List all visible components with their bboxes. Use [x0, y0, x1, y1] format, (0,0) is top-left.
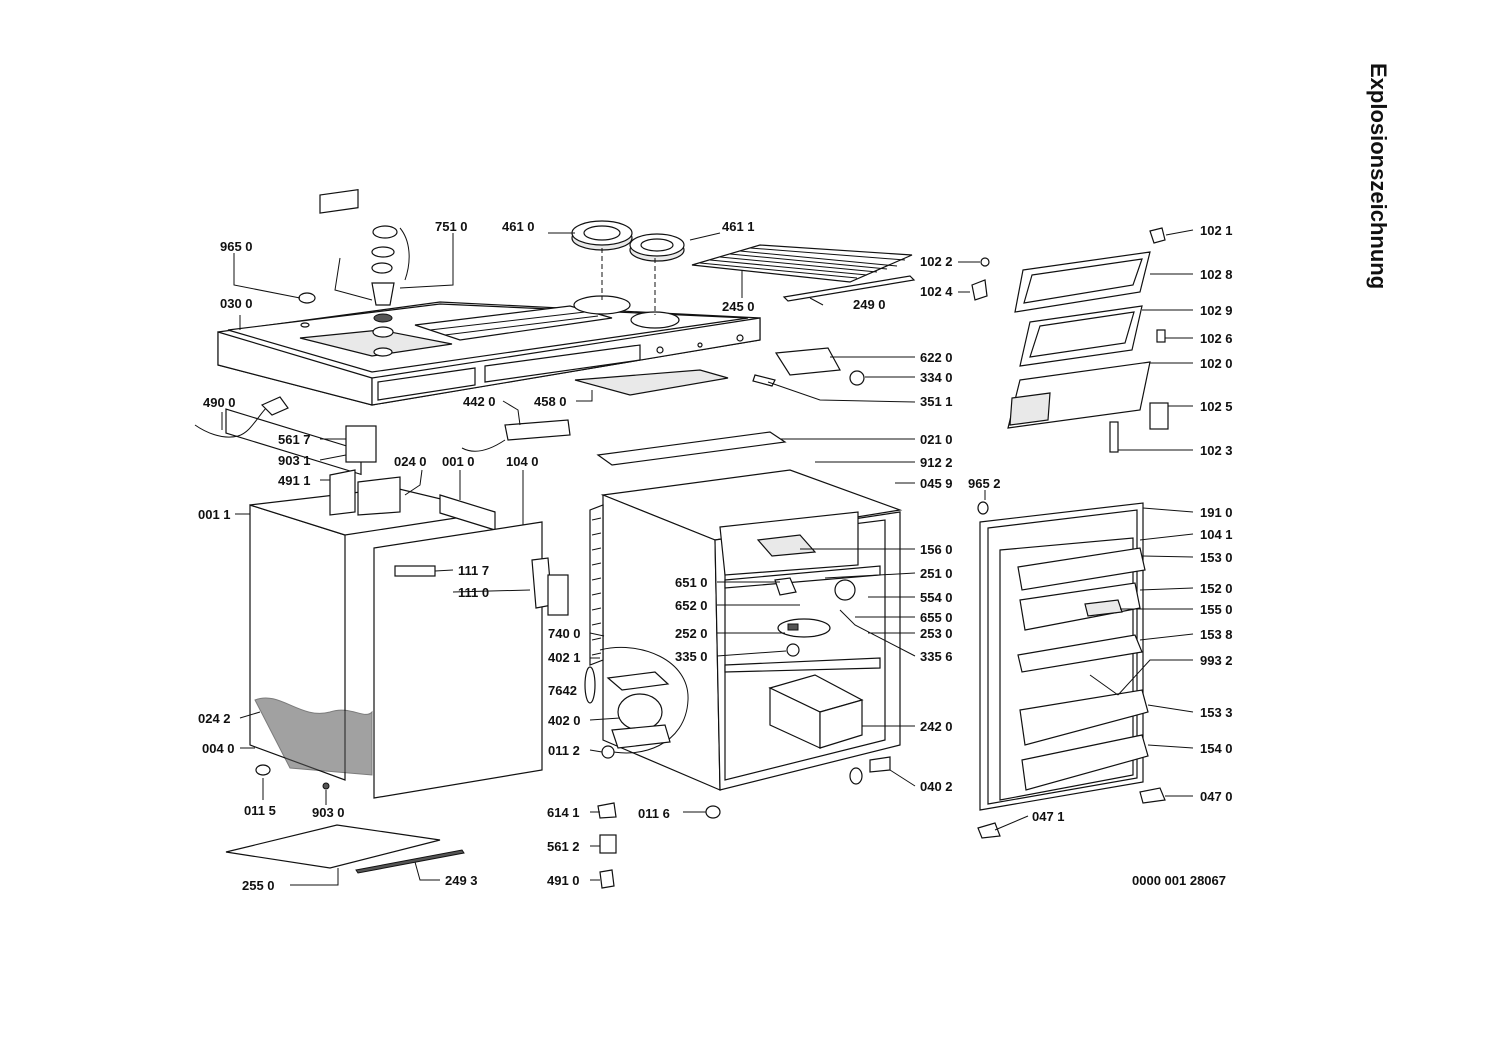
part-label: 242 0 — [920, 719, 953, 734]
drawing-title: Explosionszeichnung — [1366, 63, 1391, 290]
part-label: 102 3 — [1200, 443, 1233, 458]
part-label: 491 0 — [547, 873, 580, 888]
part-label: 614 1 — [547, 805, 580, 820]
part-label: 104 1 — [1200, 527, 1233, 542]
part-label: 251 0 — [920, 566, 953, 581]
part-label: 442 0 — [463, 394, 496, 409]
part-label: 903 0 — [312, 805, 345, 820]
part-label: 554 0 — [920, 590, 953, 605]
part-label: 153 0 — [1200, 550, 1233, 565]
part-label: 655 0 — [920, 610, 953, 625]
leader-lines — [221, 229, 1194, 886]
part-label: 153 3 — [1200, 705, 1233, 720]
part-label: 047 0 — [1200, 789, 1233, 804]
part-label: 111 7 — [458, 563, 489, 578]
part-label: 021 0 — [920, 432, 953, 447]
part-label: 001 0 — [442, 454, 475, 469]
part-label: 335 6 — [920, 649, 953, 664]
part-label: 561 7 — [278, 432, 311, 447]
part-label: 751 0 — [435, 219, 468, 234]
part-label: 024 2 — [198, 711, 231, 726]
part-label: 004 0 — [202, 741, 235, 756]
part-label: 102 0 — [1200, 356, 1233, 371]
part-label: 153 8 — [1200, 627, 1233, 642]
part-label: 249 3 — [445, 873, 478, 888]
part-label: 491 1 — [278, 473, 311, 488]
part-label: 651 0 — [675, 575, 708, 590]
part-label: 045 9 — [920, 476, 953, 491]
worktop-assembly — [217, 189, 916, 476]
part-label: 252 0 — [675, 626, 708, 641]
part-label: 245 0 — [722, 299, 755, 314]
part-label: 255 0 — [242, 878, 275, 893]
part-label: 155 0 — [1200, 602, 1233, 617]
fridge-door — [971, 257, 1166, 839]
part-label: 102 4 — [920, 284, 953, 299]
part-label: 490 0 — [203, 395, 236, 410]
part-label: 461 1 — [722, 219, 755, 234]
part-label: 402 1 — [548, 650, 581, 665]
part-label: 156 0 — [920, 542, 953, 557]
part-label: 154 0 — [1200, 741, 1233, 756]
part-label: 402 0 — [548, 713, 581, 728]
drawing-number: 0000 001 28067 — [1132, 873, 1226, 888]
part-label: 102 6 — [1200, 331, 1233, 346]
part-label: 903 1 — [278, 453, 311, 468]
part-label: 102 5 — [1200, 399, 1233, 414]
part-label: 191 0 — [1200, 505, 1233, 520]
part-label: 024 0 — [394, 454, 427, 469]
part-label: 965 2 — [968, 476, 1001, 491]
freezer-door-parts — [1007, 227, 1169, 453]
part-label: 104 0 — [506, 454, 539, 469]
part-label: 334 0 — [920, 370, 953, 385]
part-label: 152 0 — [1200, 581, 1233, 596]
part-label: 011 6 — [638, 806, 670, 821]
part-label: 461 0 — [502, 219, 535, 234]
part-label: 102 2 — [920, 254, 953, 269]
part-label: 102 1 — [1200, 223, 1233, 238]
part-label: 7642 — [548, 683, 577, 698]
part-label: 111 0 — [458, 585, 489, 600]
part-label: 253 0 — [920, 626, 953, 641]
part-label: 011 5 — [244, 803, 276, 818]
part-label: 001 1 — [198, 507, 231, 522]
part-label: 351 1 — [920, 394, 953, 409]
part-label: 740 0 — [548, 626, 581, 641]
part-label: 011 2 — [548, 743, 580, 758]
part-label: 561 2 — [547, 839, 580, 854]
part-label: 622 0 — [920, 350, 953, 365]
part-label: 335 0 — [675, 649, 708, 664]
part-label: 102 8 — [1200, 267, 1233, 282]
part-label: 040 2 — [920, 779, 953, 794]
part-label: 249 0 — [853, 297, 886, 312]
part-label: 912 2 — [920, 455, 953, 470]
part-label: 047 1 — [1032, 809, 1065, 824]
part-label: 652 0 — [675, 598, 708, 613]
part-labels: 965 0 030 0 751 0 461 0 461 1 102 2 102 … — [198, 219, 1233, 893]
part-label: 102 9 — [1200, 303, 1233, 318]
part-label: 993 2 — [1200, 653, 1233, 668]
part-label: 965 0 — [220, 239, 253, 254]
fridge-box — [584, 431, 903, 889]
part-label: 030 0 — [220, 296, 253, 311]
part-label: 458 0 — [534, 394, 567, 409]
